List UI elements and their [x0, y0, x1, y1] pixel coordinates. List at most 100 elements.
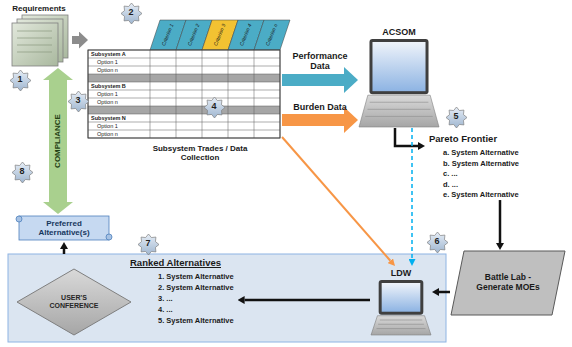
laptop-keys: [367, 109, 430, 110]
criterion-header: Criterion 3: [213, 23, 227, 46]
callout-star-shape: [10, 70, 31, 91]
panel-layer: [8, 254, 446, 342]
table-ground: [88, 50, 280, 138]
dashed-link: [411, 128, 413, 259]
table-rule: [254, 50, 255, 138]
document-stack: Requirements: [6, 4, 72, 68]
option-cell: Option 1: [97, 59, 118, 65]
flow-arrow: [63, 249, 66, 254]
callout-star-shape: [446, 107, 467, 128]
document-line: [17, 31, 52, 32]
option-cell: Option n: [97, 67, 118, 73]
option-cell: Option 1: [97, 91, 118, 97]
subsystem-cell: Subsystem B: [91, 83, 126, 89]
table-band: [88, 106, 280, 114]
node-text: 3. ...: [158, 295, 173, 304]
pareto-list: Pareto Frontiera. System Alternativeb. S…: [425, 134, 557, 200]
callout-number: 6: [434, 237, 439, 247]
callout-number: 8: [19, 167, 24, 177]
option-cell: Option n: [97, 131, 118, 137]
node-outline: [6, 4, 72, 68]
table-band: [88, 74, 280, 82]
laptop-base: [359, 95, 439, 127]
burden-line: [282, 137, 390, 261]
callout-badge: 5: [446, 107, 467, 128]
flow-arrow: [395, 128, 418, 146]
table-rule: [88, 106, 280, 107]
callout-star-shape: [121, 3, 142, 24]
callout-badge: 2: [121, 3, 142, 24]
node-heading: Requirements: [12, 4, 65, 13]
node-text: a. System Alternative: [443, 149, 519, 158]
document-page: [12, 23, 58, 66]
table-rule: [88, 122, 280, 123]
subsystem-cell: Subsystem A: [91, 51, 126, 57]
flow-arrow: [499, 200, 502, 243]
callout-badge: 6: [427, 232, 448, 253]
table-rule: [88, 82, 280, 83]
burden-arrow: [282, 114, 344, 126]
laptop-keys: [378, 324, 424, 325]
edge-label: COMPLIANCE: [53, 112, 62, 170]
laptop-keys: [376, 328, 425, 329]
document-line: [17, 52, 52, 53]
connector-group: [58, 40, 500, 300]
callout-star-shape: [427, 232, 448, 253]
callout-star-shape: [204, 97, 225, 118]
table-rule: [202, 50, 203, 138]
laptop-screen-frame: [369, 39, 428, 94]
subsystem-cell: Subsystem N: [91, 115, 126, 121]
document-line: [17, 45, 52, 46]
laptop-screen-frame: [379, 280, 424, 315]
flow-arrow: [72, 36, 79, 44]
laptop-screen: [372, 42, 425, 91]
callout-star-shape: [12, 162, 33, 183]
node-heading: USER'S CONFERENCE: [44, 294, 104, 310]
callout-number: 2: [128, 8, 133, 18]
table-rule: [228, 50, 229, 138]
node-text: b. System Alternative: [443, 160, 519, 169]
node-heading: LDW: [391, 268, 412, 278]
callout-number: 1: [17, 75, 22, 85]
document-line: [17, 38, 52, 39]
node-text: 2. System Alternative: [158, 284, 234, 293]
table-rule: [88, 74, 280, 75]
option-cell: Option n: [97, 99, 118, 105]
node-text: c. ...: [443, 170, 458, 179]
edge-label: Performance Data: [284, 51, 356, 72]
laptop-base: [371, 316, 431, 335]
table-rule: [88, 66, 280, 67]
laptop-keys: [380, 320, 422, 321]
table-rule: [176, 50, 177, 138]
criterion-header: Criterion 2: [187, 23, 201, 46]
callout-badge: 4: [204, 97, 225, 118]
scroll-body: [19, 216, 109, 240]
node-text: e. System Alternative: [443, 191, 519, 200]
option-cell: Option 1: [97, 123, 118, 129]
table-rule: [88, 90, 280, 91]
decision-diamond: USER'S CONFERENCE: [16, 268, 132, 336]
panel-ground: [8, 254, 446, 342]
scroll-curl: [16, 216, 22, 222]
node-heading: Ranked Alternatives: [130, 258, 221, 269]
node-text: 1. System Alternative: [158, 273, 234, 282]
callout-badge: 3: [68, 91, 89, 112]
node-heading: ACSOM: [382, 27, 416, 37]
laptop-node: LDW: [370, 266, 432, 336]
laptop-screen: [382, 283, 421, 312]
node-text: 5. System Alternative: [158, 317, 234, 326]
table-rule: [88, 98, 280, 99]
callout-badge: 1: [10, 70, 31, 91]
table-rule: [88, 130, 280, 131]
node-text: 4. ...: [158, 306, 173, 315]
callout-number: 3: [75, 96, 80, 106]
callout-number: 5: [453, 112, 458, 122]
flow-arrow: [439, 291, 450, 294]
table-border: [88, 50, 280, 138]
laptop-keys: [370, 102, 429, 103]
node-outline: [358, 25, 440, 128]
callout-star-shape: [68, 91, 89, 112]
